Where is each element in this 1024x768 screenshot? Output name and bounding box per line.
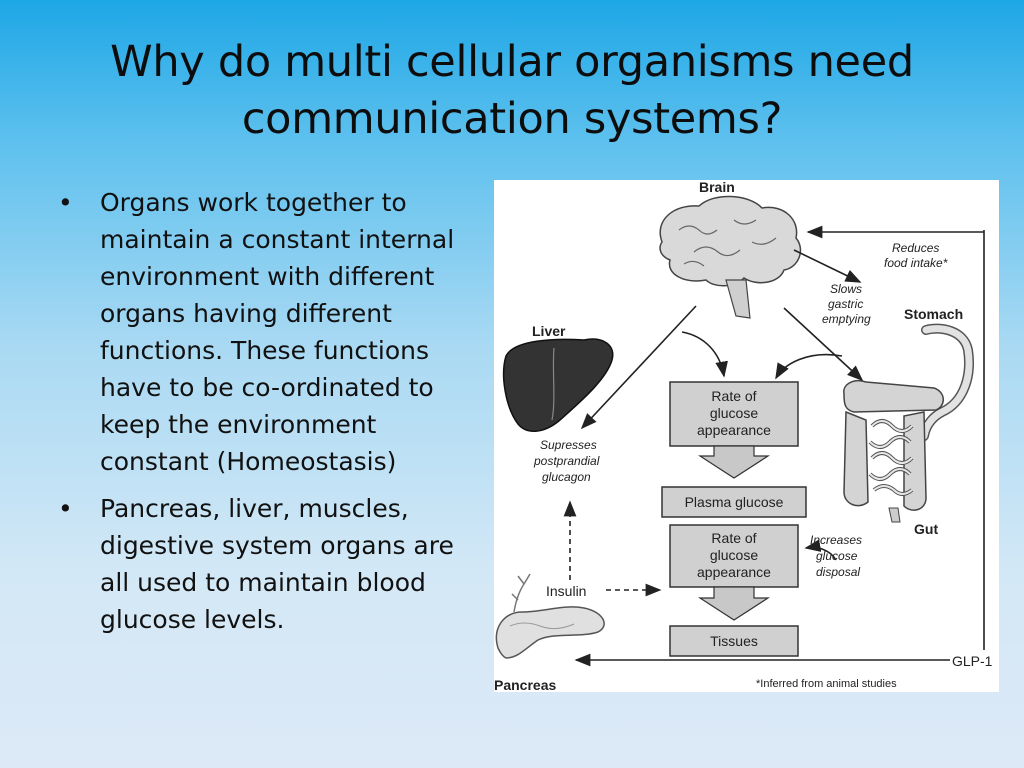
slide-title: Why do multi cellular organisms need com… [40, 34, 984, 148]
bullet-list: • Organs work together to maintain a cons… [56, 184, 476, 648]
box2-line3: appearance [697, 564, 771, 580]
glucose-regulation-diagram: Brain Liver Stomach Gut Pancreas Rate of… [494, 180, 999, 692]
box1-line3: appearance [697, 422, 771, 438]
box-rate-appearance-2: Rate of glucose appearance [669, 524, 799, 588]
title-line-2: communication systems? [241, 94, 783, 144]
annot-reduces-2: food intake* [884, 256, 948, 270]
box2-line2: glucose [710, 547, 758, 563]
annot-increases-1: Increases [810, 533, 862, 547]
bullet-dot-icon: • [58, 188, 73, 217]
label-stomach: Stomach [904, 306, 963, 322]
bullet-text: Organs work together to maintain a const… [100, 188, 455, 476]
box-tissues: Tissues [669, 625, 799, 657]
box1-line1: Rate of [711, 388, 756, 404]
box-rate-appearance-1: Rate of glucose appearance [669, 381, 799, 447]
box-plasma-text: Plasma glucose [685, 494, 784, 510]
label-gut: Gut [914, 521, 938, 537]
label-pancreas: Pancreas [494, 677, 556, 692]
down-arrow-icon [697, 586, 771, 621]
box-plasma-glucose: Plasma glucose [661, 486, 807, 518]
bullet-item: • Organs work together to maintain a cons… [56, 184, 476, 480]
bullet-dot-icon: • [58, 494, 73, 523]
box-tissues-text: Tissues [710, 633, 758, 649]
bullet-item: • Pancreas, liver, muscles, digestive sys… [56, 490, 476, 638]
pancreas-icon [495, 573, 605, 659]
annot-slows-2: gastric [828, 297, 863, 311]
title-line-1: Why do multi cellular organisms need [110, 37, 914, 87]
brain-icon [659, 195, 802, 319]
label-insulin: Insulin [546, 583, 586, 599]
annot-slows-1: Slows [830, 282, 862, 296]
annot-supresses-2: postprandial [533, 454, 600, 468]
annot-increases-3: disposal [816, 565, 860, 579]
stomach-gut-icon [843, 323, 974, 523]
annot-supresses-1: Supresses [540, 438, 597, 452]
label-liver: Liver [532, 323, 566, 339]
liver-icon [502, 338, 614, 432]
footnote: *Inferred from animal studies [756, 678, 897, 690]
bullet-text: Pancreas, liver, muscles, digestive syst… [100, 494, 454, 634]
box1-line2: glucose [710, 405, 758, 421]
annot-slows-3: emptying [822, 312, 871, 326]
annot-supresses-3: glucagon [542, 470, 591, 484]
label-glp1: GLP-1 [952, 653, 993, 669]
pathway-arrows [563, 225, 985, 667]
annot-increases-2: glucose [816, 549, 858, 563]
down-arrow-icon [697, 445, 771, 479]
label-brain: Brain [699, 180, 735, 195]
annot-reduces-1: Reduces [892, 241, 939, 255]
box2-line1: Rate of [711, 530, 756, 546]
